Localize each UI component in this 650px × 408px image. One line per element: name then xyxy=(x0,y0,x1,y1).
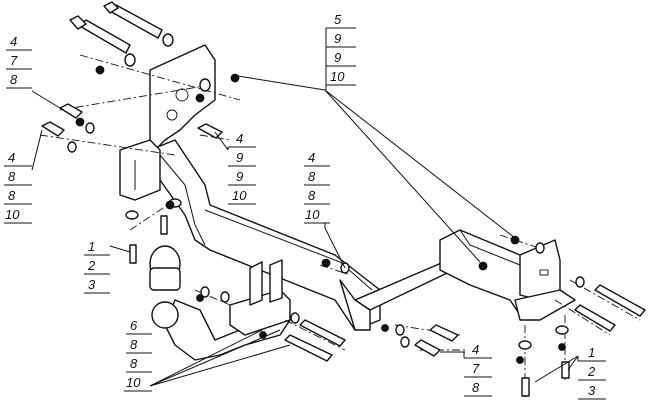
callout-text: 1 xyxy=(88,239,95,254)
callout-text: 4 xyxy=(8,150,15,165)
callout-6-8-8-10-bottom: 6 8 8 10 xyxy=(124,318,152,392)
callout-text: 8 xyxy=(130,337,138,352)
callout-text: 8 xyxy=(130,356,138,371)
callout-text: 9 xyxy=(236,150,243,165)
callout-1-2-3-left: 1 2 3 xyxy=(84,239,110,294)
leader-lines xyxy=(31,75,579,387)
left-mounting-bracket xyxy=(119,44,216,201)
callout-text: 10 xyxy=(232,188,247,203)
callout-text: 4 xyxy=(10,34,17,49)
callout-4-8-8-10-center: 4 8 8 10 xyxy=(304,150,330,228)
washers xyxy=(67,33,585,350)
callout-text: 7 xyxy=(472,361,480,376)
callout-text: 4 xyxy=(236,131,243,146)
callout-1-2-3-right: 1 2 3 xyxy=(577,345,606,400)
callout-text: 8 xyxy=(308,169,316,184)
callout-text: 10 xyxy=(330,69,345,84)
callout-text: 10 xyxy=(126,375,141,390)
callout-5-9-9-10-top: 5 9 9 10 xyxy=(325,12,356,90)
callout-text: 4 xyxy=(308,150,315,165)
callout-text: 8 xyxy=(8,169,16,184)
callout-text: 8 xyxy=(308,188,316,203)
callout-text: 8 xyxy=(8,188,16,203)
callout-text: 1 xyxy=(588,345,595,360)
callout-text: 8 xyxy=(10,72,18,87)
callout-text: 10 xyxy=(5,207,20,222)
callout-text: 9 xyxy=(334,50,341,65)
callout-text: 9 xyxy=(236,169,243,184)
nuts xyxy=(75,65,566,364)
center-lines xyxy=(39,54,641,400)
callout-text: 8 xyxy=(472,380,480,395)
callout-text: 4 xyxy=(472,342,479,357)
callout-text: 2 xyxy=(587,364,596,379)
callout-text: 9 xyxy=(334,31,341,46)
callout-text: 7 xyxy=(10,53,18,68)
right-mounting-bracket xyxy=(439,229,576,321)
callout-4-7-8-left: 4 7 8 xyxy=(6,34,32,89)
callout-4-8-8-10-left: 4 8 8 10 xyxy=(4,150,32,224)
callout-text: 6 xyxy=(130,318,138,333)
callout-4-7-8-bottom: 4 7 8 xyxy=(463,342,492,397)
callout-text: 3 xyxy=(88,277,96,292)
callout-text: 5 xyxy=(334,12,342,27)
bolts xyxy=(41,1,646,397)
callout-text: 2 xyxy=(87,258,96,273)
callout-4-9-9-10-middle: 4 9 9 10 xyxy=(227,131,256,205)
callout-text: 10 xyxy=(305,207,320,222)
callout-text: 3 xyxy=(588,383,596,398)
tow-ball-hook xyxy=(149,245,291,361)
